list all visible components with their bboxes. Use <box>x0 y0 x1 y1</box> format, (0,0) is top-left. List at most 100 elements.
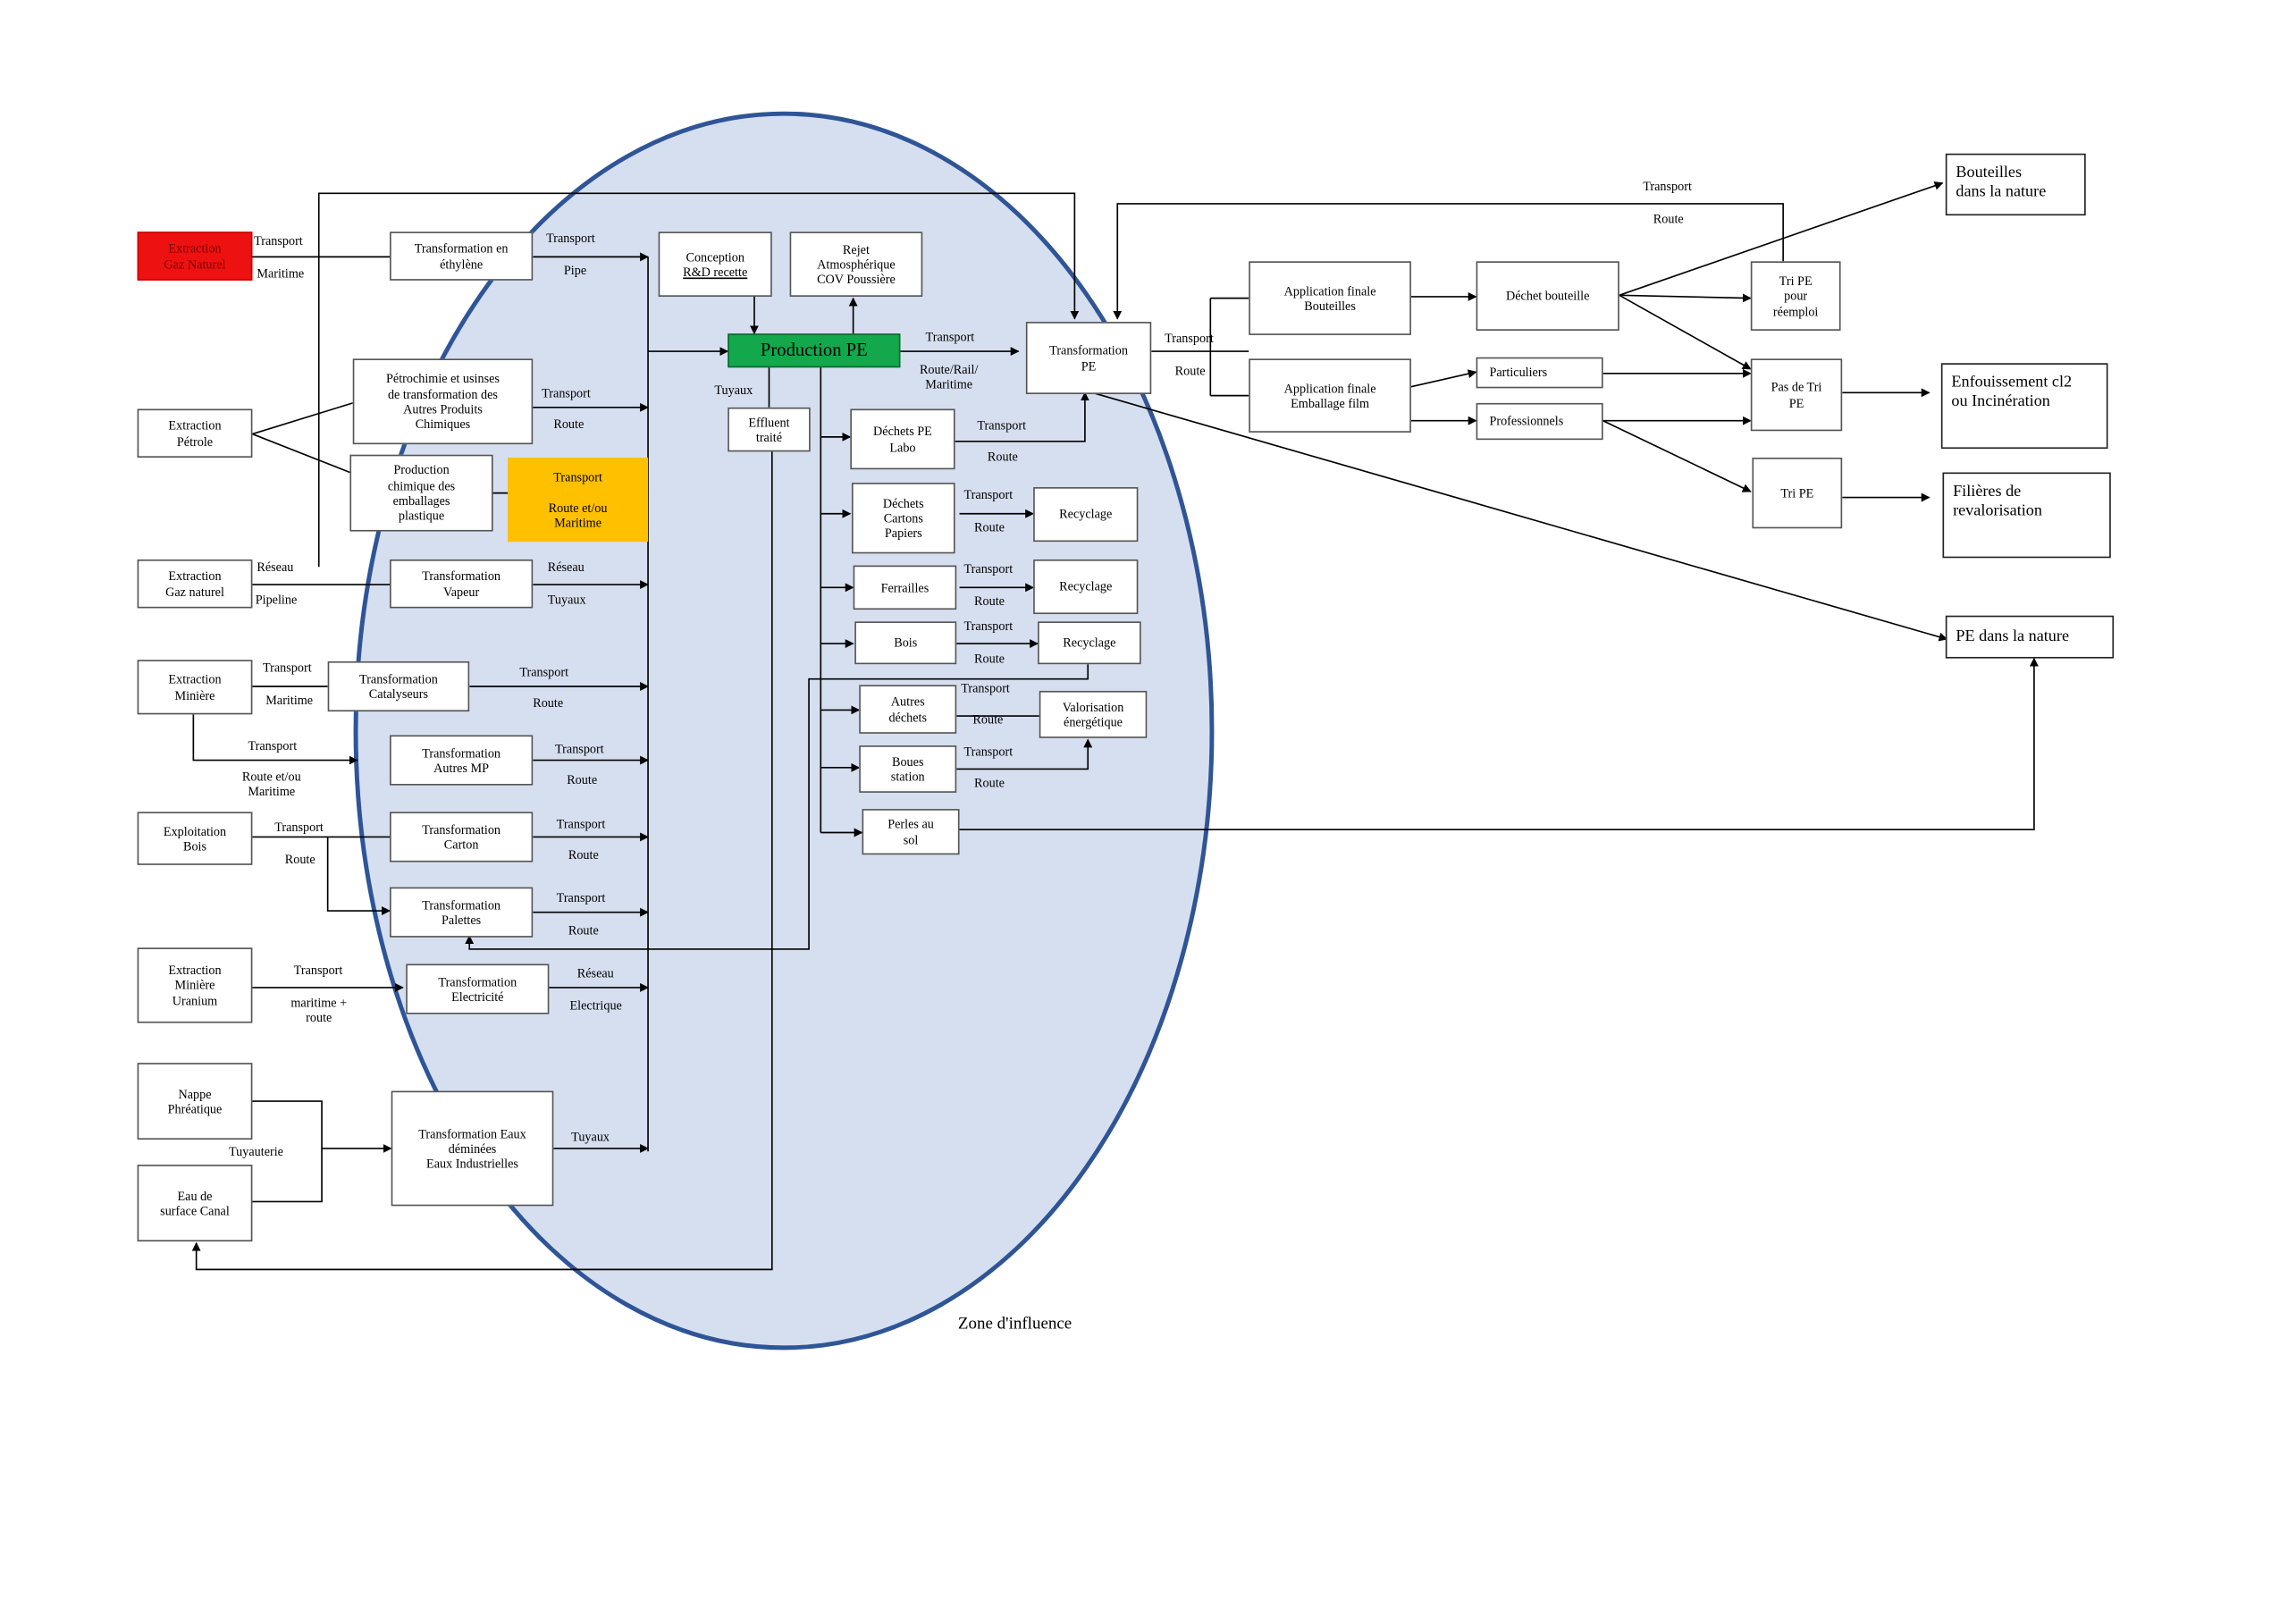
label-petrochimie-transport: Transport <box>542 385 591 400</box>
label-bois-waste-transport: Transport <box>963 618 1014 634</box>
orange-transport-label: Transport <box>553 468 602 484</box>
label-miniere-transport: Transport <box>262 660 312 675</box>
dechets-cartons-box: Déchets Cartons Papiers <box>851 483 955 554</box>
filieres-revalorisation-box: Filières de revalorisation <box>1942 472 2111 559</box>
label-vapeur-reseau: Réseau <box>547 559 585 575</box>
label-pe-route: Route <box>1174 363 1206 378</box>
label-uranium-transport: Transport <box>293 962 343 978</box>
label-palettes-transport: Transport <box>556 889 606 905</box>
pas-de-tri-box: Pas de Tri PE <box>1750 358 1843 432</box>
ferrailles-box: Ferrailles <box>853 565 957 610</box>
bois-waste-box: Bois <box>854 621 957 665</box>
conception-rd-box: Conception R&D recette <box>658 231 772 297</box>
label-uranium-maritime-route: maritime + route <box>290 995 348 1025</box>
label-labo-transport: Transport <box>977 417 1027 433</box>
label-ferrailles-route: Route <box>974 593 1005 609</box>
orange-route-label: Route et/ou Maritime <box>548 500 608 531</box>
label-electricite-reseau: Réseau <box>576 965 614 980</box>
transformation-electricite-box: Transformation Electricité <box>406 963 550 1014</box>
label-cartons-transport: Transport <box>963 487 1014 502</box>
effluent-traite-box: Effluent traité <box>728 407 811 452</box>
professionnels-box: Professionnels <box>1476 402 1603 441</box>
transport-route-maritime-highlight: Transport Route et/ou Maritime <box>508 457 649 543</box>
petrochimie-box: Pétrochimie et usinses de transformation… <box>352 358 534 445</box>
label-vapeur-tuyaux: Tuyaux <box>547 592 586 607</box>
recyclage-bois-box: Recyclage <box>1038 621 1141 665</box>
label-palettes-route: Route <box>568 922 599 938</box>
transformation-vapeur-box: Transformation Vapeur <box>390 559 534 609</box>
label-cartons-route: Route <box>974 519 1005 534</box>
production-chimique-box: Production chimique des emballages plast… <box>349 454 493 532</box>
production-pe-box: Production PE <box>728 333 901 368</box>
perles-au-sol-box: Perles au sol <box>862 809 960 855</box>
bouteilles-nature-box: Bouteilles dans la nature <box>1945 153 2086 216</box>
label-miniere-route-maritime: Route et/ou Maritime <box>241 769 301 800</box>
dechet-bouteille-box: Déchet bouteille <box>1476 261 1619 331</box>
transformation-autres-mp-box: Transformation Autres MP <box>390 735 534 786</box>
dechets-pe-labo-box: Déchets PE Labo <box>850 408 955 470</box>
extraction-petrole-source: Extraction Pétrole <box>137 408 253 458</box>
cov-poussiere-label: COV Poussière <box>817 272 896 287</box>
label-gaz-pipeline: Pipeline <box>255 592 298 607</box>
nappe-phreatique-source: Nappe Phréatique <box>137 1063 253 1140</box>
label-ethylene-transport: Transport <box>546 230 595 246</box>
boues-station-box: Boues station <box>859 745 957 793</box>
eau-surface-canal-source: Eau de surface Canal <box>137 1165 253 1241</box>
extraction-gaz-naturel-source: Extraction Gaz Naturel <box>137 231 253 281</box>
atmospherique-label: Atmosphérique <box>817 257 896 272</box>
label-bois-route: Route <box>284 851 315 867</box>
extraction-gaz-naturel-2-source: Extraction Gaz naturel <box>137 559 253 609</box>
label-boues-route: Route <box>974 775 1005 790</box>
label-miniere-down-transport: Transport <box>248 737 298 753</box>
exploitation-bois-source: Exploitation Bois <box>137 812 253 865</box>
label-carton-route: Route <box>568 847 599 862</box>
label-boues-transport: Transport <box>963 744 1014 759</box>
valorisation-energetique-box: Valorisation énergétique <box>1039 690 1148 738</box>
transformation-eaux-box: Transformation Eaux déminées Eaux Indust… <box>391 1090 554 1207</box>
label-carton-transport: Transport <box>556 816 606 831</box>
label-gaz-reseau: Réseau <box>257 559 294 575</box>
label-labo-route: Route <box>987 449 1018 464</box>
transformation-palettes-box: Transformation Palettes <box>390 887 534 938</box>
label-production-route-rail: Route/Rail/ Maritime <box>919 361 979 392</box>
recyclage-ferrailles-box: Recyclage <box>1033 559 1139 615</box>
label-top-transport: Transport <box>1643 178 1692 194</box>
label-top-route: Route <box>1653 211 1684 226</box>
autres-dechets-box: Autres déchets <box>859 685 957 734</box>
label-red-transport: Transport <box>254 232 303 248</box>
label-ethylene-pipe: Pipe <box>563 262 587 278</box>
label-production-transport: Transport <box>925 329 975 344</box>
label-electricite-electrique: Electrique <box>569 997 622 1013</box>
label-miniere-maritime: Maritime <box>265 692 314 708</box>
label-ferrailles-transport: Transport <box>963 560 1014 576</box>
zone-of-influence <box>353 111 1215 1351</box>
particuliers-box: Particuliers <box>1476 357 1603 389</box>
enfouissement-box: Enfouissement cl2 ou Incinération <box>1940 363 2108 450</box>
label-petrochimie-route: Route <box>553 416 585 432</box>
application-emballage-box: Application finale Emballage film <box>1249 358 1411 433</box>
label-autres-transport: Transport <box>961 680 1010 695</box>
label-autres-route: Route <box>972 711 1004 727</box>
conception-label: Conception <box>686 248 744 265</box>
label-red-maritime: Maritime <box>257 265 305 281</box>
transformation-pe-box: Transformation PE <box>1025 322 1152 394</box>
extraction-uranium-source: Extraction Minière Uranium <box>137 947 253 1023</box>
recyclage-cartons-box: Recyclage <box>1033 487 1139 543</box>
rejet-atmospherique-box: Rejet Atmosphérique COV Poussière <box>789 231 923 297</box>
label-eaux-tuyaux: Tuyaux <box>571 1129 610 1144</box>
tri-pe-box: Tri PE <box>1752 457 1843 529</box>
rd-recette-label: R&D recette <box>683 264 748 280</box>
label-catalyseurs-transport: Transport <box>519 664 569 679</box>
pe-dans-la-nature-box: PE dans la nature <box>1945 615 2115 659</box>
transformation-carton-box: Transformation Carton <box>390 812 534 862</box>
tri-pe-reemploi-box: Tri PE pour réemploi <box>1750 261 1841 331</box>
label-catalyseurs-route: Route <box>533 694 564 711</box>
zone-influence-label: Zone d'influence <box>957 1315 1072 1334</box>
application-bouteilles-box: Application finale Bouteilles <box>1249 261 1411 335</box>
label-autres-mp-transport: Transport <box>555 741 604 756</box>
label-bois-transport: Transport <box>274 819 324 835</box>
extraction-miniere-source: Extraction Minière <box>137 660 253 715</box>
label-eau-tuyauterie: Tuyauterie <box>228 1143 283 1159</box>
